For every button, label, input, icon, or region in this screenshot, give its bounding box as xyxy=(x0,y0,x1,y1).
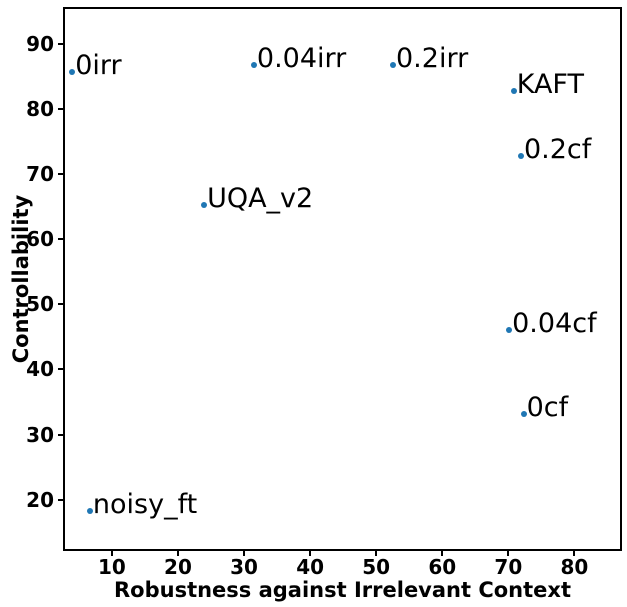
data-point-dot xyxy=(510,88,517,95)
x-tick-mark xyxy=(573,551,576,556)
x-tick-mark xyxy=(110,551,113,556)
data-point-dot xyxy=(517,152,524,159)
x-tick-mark xyxy=(243,551,246,556)
x-tick-mark xyxy=(507,551,510,556)
y-tick-label: 20 xyxy=(26,487,54,512)
x-tick-label: 10 xyxy=(97,555,126,579)
y-axis-ticks: 20 30 40 50 60 70 80 90 xyxy=(0,7,63,551)
y-tick-mark xyxy=(58,173,63,176)
x-tick-label: 30 xyxy=(230,555,258,579)
data-point-label: 0.2cf xyxy=(523,133,592,165)
y-tick-mark xyxy=(58,433,63,436)
data-point-dot xyxy=(390,62,396,69)
y-tick-label: 80 xyxy=(26,97,54,122)
data-point-dot xyxy=(520,411,527,417)
y-tick-label: 50 xyxy=(26,292,54,317)
y-tick-label: 30 xyxy=(26,422,54,447)
data-point-label: 0irr xyxy=(75,49,122,81)
data-point-label: UQA_v2 xyxy=(207,183,314,215)
data-point-dot xyxy=(250,62,257,69)
x-tick-mark xyxy=(441,551,444,556)
y-tick-label: 90 xyxy=(26,32,54,57)
x-tick-label: 20 xyxy=(164,555,192,579)
x-tick-mark xyxy=(375,551,378,556)
x-tick-label: 40 xyxy=(296,555,325,579)
data-point-label: 0cf xyxy=(526,391,569,423)
data-point-label: KAFT xyxy=(516,68,584,100)
data-point-dot xyxy=(69,68,76,75)
y-tick-label: 70 xyxy=(26,162,54,187)
y-tick-mark xyxy=(58,238,63,241)
x-tick-label: 50 xyxy=(362,555,391,579)
data-point-dot xyxy=(201,202,208,209)
y-tick-label: 40 xyxy=(26,357,54,382)
x-tick-label: 80 xyxy=(560,555,589,579)
x-tick-mark xyxy=(176,551,179,556)
y-tick-mark xyxy=(58,498,63,501)
data-point-dot xyxy=(506,327,513,334)
x-axis-ticks: 10 20 30 40 50 60 70 80 xyxy=(63,551,622,583)
x-tick-mark xyxy=(309,551,312,556)
data-point-label: 0.04cf xyxy=(512,307,597,339)
y-tick-mark xyxy=(58,43,63,46)
data-point-dot xyxy=(86,507,93,514)
x-axis-label: Robustness against Irrelevant Context xyxy=(113,578,572,602)
data-point-label: 0.2irr xyxy=(396,42,469,74)
y-tick-mark xyxy=(58,108,63,111)
data-point-label: noisy_ft xyxy=(92,488,198,520)
y-tick-label: 60 xyxy=(26,227,54,252)
data-point-label: 0.04irr xyxy=(256,42,347,74)
x-tick-label: 70 xyxy=(494,555,523,579)
y-tick-mark xyxy=(58,303,63,306)
y-tick-mark xyxy=(58,368,63,371)
x-tick-label: 60 xyxy=(428,555,457,579)
